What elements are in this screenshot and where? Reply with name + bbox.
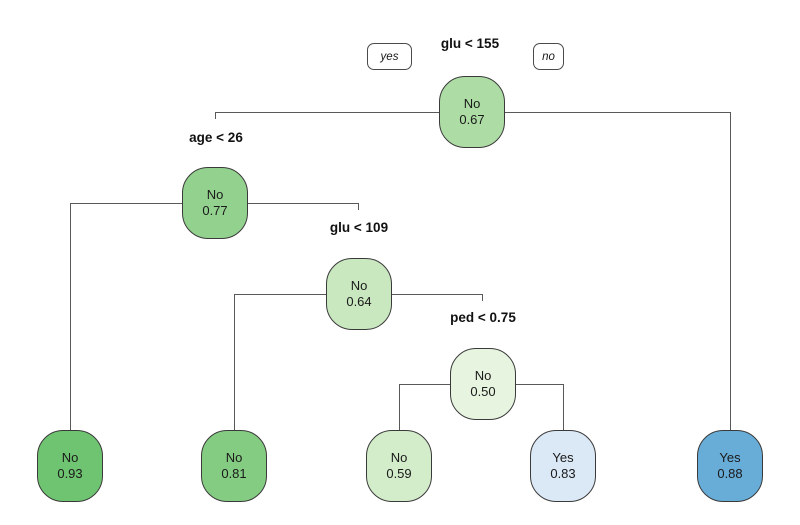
edge-n3-right-stub bbox=[482, 294, 483, 301]
node-class-label: Yes bbox=[552, 450, 574, 465]
split-label-root: glu < 155 bbox=[440, 36, 500, 51]
edge-n4-right-vertical bbox=[563, 384, 564, 430]
node-class-label: No bbox=[61, 450, 79, 465]
leaf-node-1: No 0.93 bbox=[37, 430, 103, 502]
node-class-label: No bbox=[350, 278, 368, 293]
node-age: No 0.77 bbox=[182, 167, 248, 239]
edge-n3-left-vertical bbox=[234, 294, 235, 430]
leaf-node-4: Yes 0.83 bbox=[530, 430, 596, 502]
no-edge-label-box: no bbox=[533, 43, 564, 70]
node-prob-label: 0.88 bbox=[717, 466, 743, 481]
node-prob-label: 0.93 bbox=[57, 466, 83, 481]
node-class-label: No bbox=[206, 187, 224, 202]
edge-n2-right-stub bbox=[358, 203, 359, 210]
node-ped: No 0.50 bbox=[450, 348, 516, 420]
edge-root-right-vertical bbox=[730, 112, 731, 430]
edge-n2-left-vertical bbox=[70, 203, 71, 430]
node-prob-label: 0.81 bbox=[221, 466, 247, 481]
leaf-node-5: Yes 0.88 bbox=[697, 430, 763, 502]
node-prob-label: 0.77 bbox=[202, 203, 228, 218]
yes-edge-label-box: yes bbox=[367, 43, 412, 70]
node-class-label: No bbox=[474, 368, 492, 383]
node-prob-label: 0.50 bbox=[470, 384, 496, 399]
node-glu109: No 0.64 bbox=[326, 258, 392, 330]
node-class-label: No bbox=[390, 450, 408, 465]
node-class-label: No bbox=[225, 450, 243, 465]
node-class-label: Yes bbox=[719, 450, 741, 465]
node-root: No 0.67 bbox=[439, 76, 505, 148]
edge-root-left-stub bbox=[215, 112, 216, 119]
node-prob-label: 0.64 bbox=[346, 294, 372, 309]
leaf-node-3: No 0.59 bbox=[366, 430, 432, 502]
split-label-n3: glu < 109 bbox=[329, 220, 389, 235]
node-class-label: No bbox=[463, 96, 481, 111]
split-label-n4: ped < 0.75 bbox=[450, 310, 516, 325]
node-prob-label: 0.83 bbox=[550, 466, 576, 481]
leaf-node-2: No 0.81 bbox=[201, 430, 267, 502]
edge-n4-left-vertical bbox=[399, 384, 400, 430]
node-prob-label: 0.59 bbox=[386, 466, 412, 481]
split-label-n2: age < 26 bbox=[189, 130, 243, 145]
node-prob-label: 0.67 bbox=[459, 112, 485, 127]
